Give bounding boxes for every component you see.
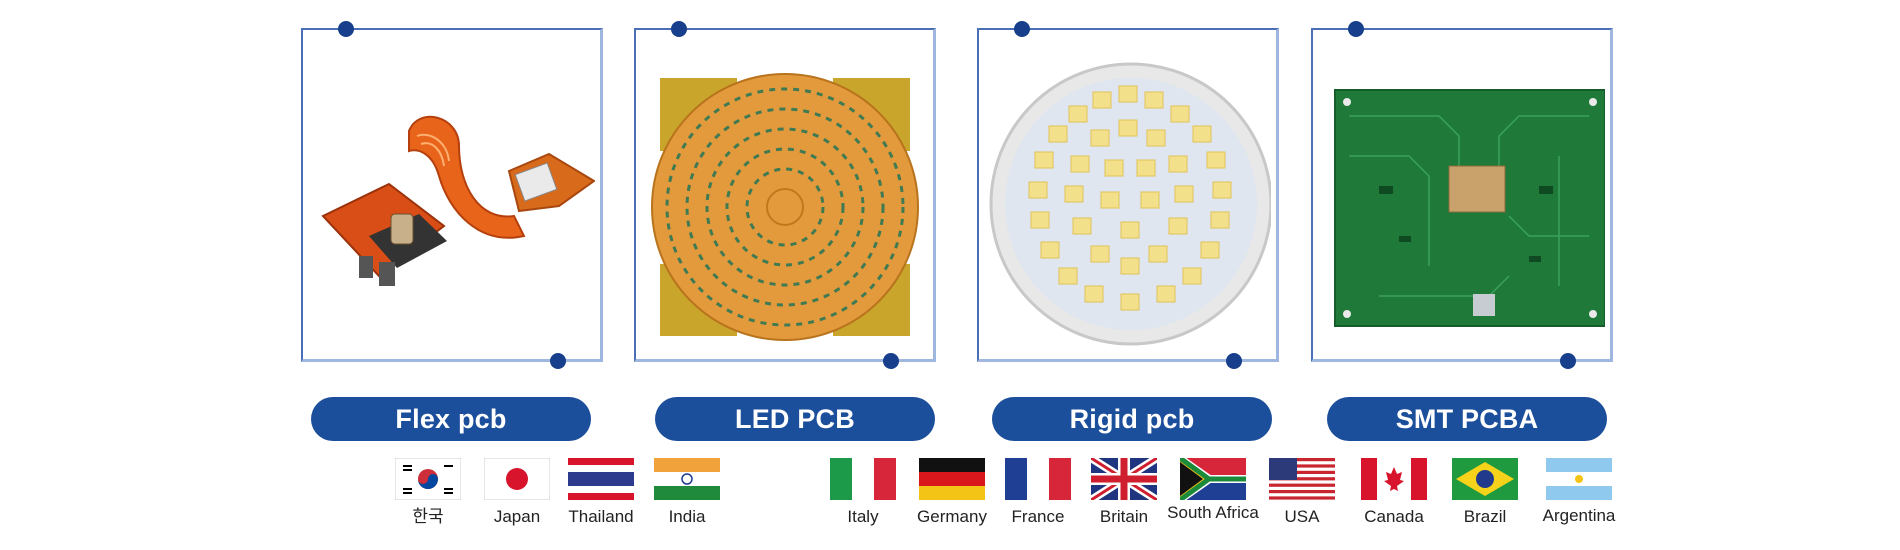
germany-flag-icon xyxy=(919,458,985,500)
argentina-flag-icon xyxy=(1546,458,1612,500)
frame-dot-bottom xyxy=(550,353,566,369)
south-korea-flag-icon xyxy=(395,458,461,500)
card-rigid-pcb[interactable] xyxy=(977,21,1279,369)
frame-dot-bottom xyxy=(883,353,899,369)
country-name: Italy xyxy=(847,507,879,526)
country-item-india[interactable]: India xyxy=(639,458,735,527)
britain-flag-icon xyxy=(1091,458,1157,500)
south-africa-flag-icon xyxy=(1180,458,1246,500)
country-item-france[interactable]: France xyxy=(990,458,1086,527)
country-name: South Africa xyxy=(1167,503,1259,522)
country-item-korea[interactable]: 한국 xyxy=(380,458,476,527)
country-item-japan[interactable]: Japan xyxy=(469,458,565,527)
country-item-thailand[interactable]: Thailand xyxy=(553,458,649,527)
frame-dot-bottom xyxy=(1560,353,1576,369)
country-name: Brazil xyxy=(1463,507,1507,526)
frame-dot-top xyxy=(338,21,354,37)
country-name: Germany xyxy=(917,507,987,526)
brazil-flag-icon xyxy=(1452,458,1518,500)
country-item-south-africa[interactable]: South Africa xyxy=(1165,458,1261,523)
country-name: Thailand xyxy=(568,507,634,526)
frame-dot-bottom xyxy=(1226,353,1242,369)
country-item-germany[interactable]: Germany xyxy=(904,458,1000,527)
card-led-pcb[interactable] xyxy=(634,21,936,369)
rigid-pcb-button[interactable]: Rigid pcb xyxy=(992,397,1272,441)
country-item-italy[interactable]: Italy xyxy=(815,458,911,527)
country-name: Britain xyxy=(1099,507,1149,526)
country-item-argentina[interactable]: Argentina xyxy=(1531,458,1627,526)
frame-dot-top xyxy=(1014,21,1030,37)
flex-pcb-image xyxy=(321,115,595,286)
frame-dot-top xyxy=(1348,21,1364,37)
canada-flag-icon xyxy=(1361,458,1427,500)
italy-flag-icon xyxy=(830,458,896,500)
country-name: France xyxy=(1011,507,1065,526)
thailand-flag-icon xyxy=(568,458,634,500)
usa-flag-icon xyxy=(1269,458,1335,500)
frame-dot-top xyxy=(671,21,687,37)
led-pcb-button[interactable]: LED PCB xyxy=(655,397,935,441)
country-name: Argentina xyxy=(1542,506,1616,525)
card-flex-pcb[interactable] xyxy=(301,21,603,369)
smt-pcba-image xyxy=(1334,89,1605,327)
india-flag-icon xyxy=(654,458,720,500)
flex-pcb-button[interactable]: Flex pcb xyxy=(311,397,591,441)
country-item-usa[interactable]: USA xyxy=(1254,458,1350,527)
country-name: USA xyxy=(1284,507,1320,526)
country-name: India xyxy=(668,507,706,526)
country-name: 한국 xyxy=(412,507,444,526)
country-item-brazil[interactable]: Brazil xyxy=(1437,458,1533,527)
country-item-canada[interactable]: Canada xyxy=(1346,458,1442,527)
rigid-pcb-image xyxy=(989,62,1271,346)
smt-pcba-button[interactable]: SMT PCBA xyxy=(1327,397,1607,441)
card-smt-pcba[interactable] xyxy=(1311,21,1613,369)
country-name: Canada xyxy=(1364,507,1424,526)
country-name: Japan xyxy=(493,507,541,526)
japan-flag-icon xyxy=(484,458,550,500)
france-flag-icon xyxy=(1005,458,1071,500)
led-pcb-image xyxy=(651,73,919,341)
country-item-britain[interactable]: Britain xyxy=(1076,458,1172,527)
